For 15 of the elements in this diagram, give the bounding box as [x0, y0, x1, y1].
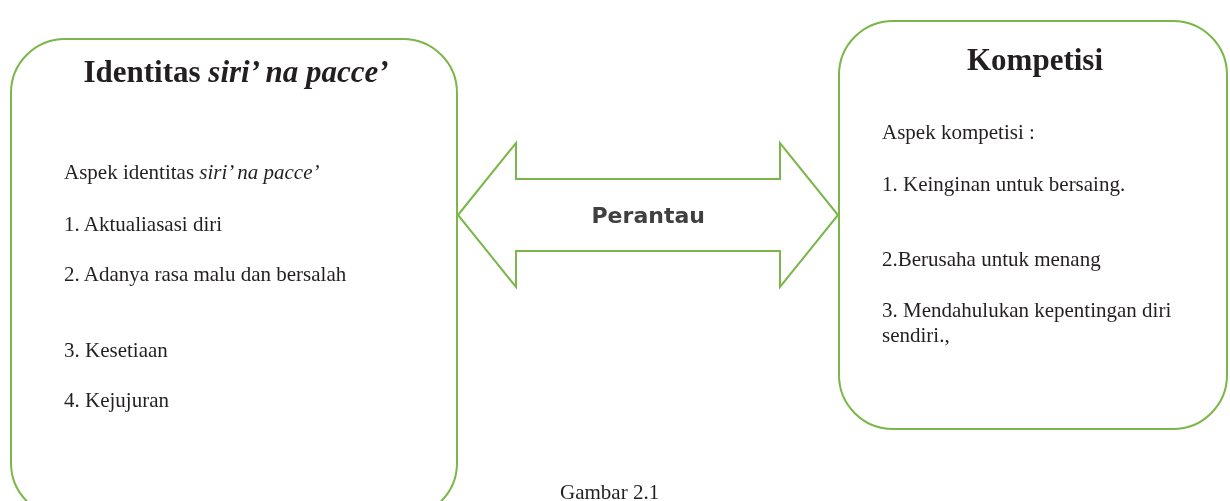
box-heading: Identitas siri’ na pacce’	[82, 53, 390, 91]
list-item: 2.Berusaha untuk menang	[882, 247, 1102, 272]
list-item: 2. Adanya rasa malu dan bersalah	[64, 262, 348, 287]
list-item: 4. Kejujuran	[64, 388, 170, 413]
rounded-box	[838, 20, 1228, 430]
double-arrow	[456, 140, 840, 290]
list-item: 3. Kesetiaan	[64, 338, 169, 363]
list-item: 1. Aktualiasasi diri	[64, 212, 224, 237]
box-subheading: Aspek kompetisi :	[882, 120, 1036, 145]
rounded-box	[10, 38, 458, 501]
caption: Gambar 2.1	[560, 480, 660, 501]
list-item: 3. Mendahulukan kepentingan diri sendiri.,	[882, 298, 1173, 348]
box-heading: Kompetisi	[965, 41, 1105, 79]
box-subheading: Aspek identitas siri’ na pacce’	[64, 160, 321, 185]
list-item: 1. Keinginan untuk bersaing.	[882, 172, 1127, 197]
